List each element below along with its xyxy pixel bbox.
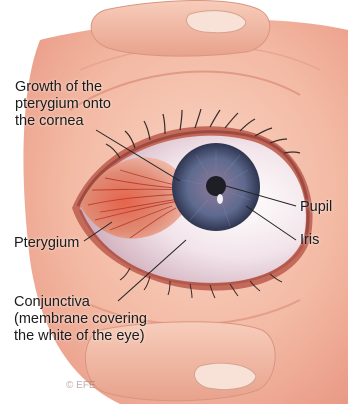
pupil-label: Pupil (300, 199, 332, 216)
upper-finger (91, 1, 270, 57)
iris-label: Iris (300, 232, 319, 249)
growth-label: Growth of the pterygium onto the cornea (15, 79, 111, 130)
pterygium-label: Pterygium (14, 235, 79, 252)
watermark: © EFE (66, 380, 96, 391)
upper-fingernail (186, 11, 246, 33)
conjunctiva-label: Conjunctiva (membrane covering the white… (14, 294, 147, 345)
corneal-highlight (217, 194, 223, 204)
pupil (206, 176, 226, 196)
